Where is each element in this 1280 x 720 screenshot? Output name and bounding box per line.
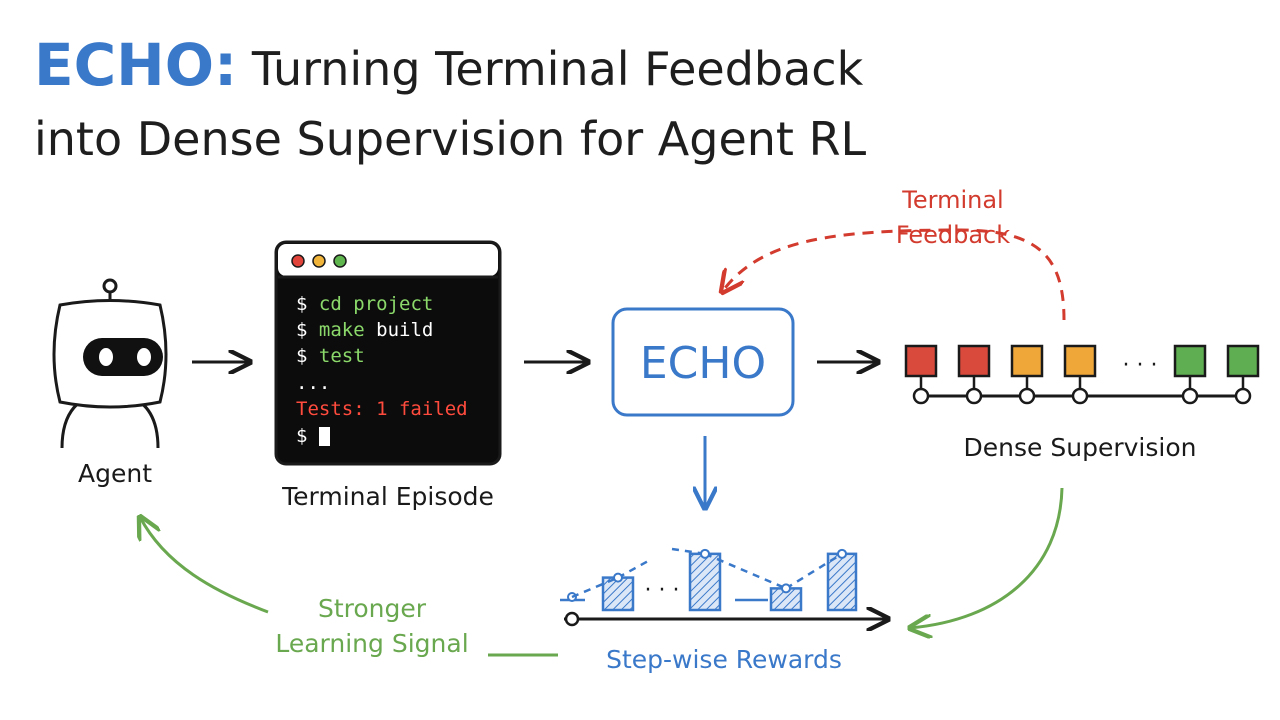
feedback-arrow	[722, 228, 1066, 321]
feedback-label-line2: Feedback	[896, 221, 1010, 249]
supervision-node	[1234, 387, 1252, 405]
supervision-square-orange	[1063, 344, 1097, 378]
supervision-square-red	[957, 344, 991, 378]
reward-bar	[688, 552, 722, 612]
supervision-chain	[904, 344, 1260, 405]
signal-to-agent-arrow	[140, 517, 269, 614]
reward-trend-line	[704, 552, 787, 590]
terminal-final-prompt: $	[296, 425, 307, 447]
supervision-node	[965, 387, 983, 405]
page-title: ECHO: Turning Terminal Feedback into Den…	[34, 30, 866, 174]
supervision-node	[1181, 387, 1199, 405]
echo-box	[611, 307, 795, 417]
supervision-node	[1071, 387, 1089, 405]
supervision-to-rewards-arrow	[910, 487, 1064, 628]
feedback-label-line1: Terminal	[901, 186, 1003, 214]
reward-point	[613, 572, 623, 583]
signal-label-line2: Learning Signal	[275, 629, 468, 658]
minimize-dot-icon	[312, 254, 326, 268]
terminal-window: $ cd project $ make build $ test ... Tes…	[274, 240, 502, 466]
reward-point	[781, 583, 791, 594]
supervision-square-green	[1226, 344, 1260, 378]
rewards-chart	[560, 547, 888, 625]
reward-trend-line	[785, 552, 843, 590]
echo-box-label: ECHO	[640, 338, 766, 389]
terminal-line-2: $ make build	[296, 319, 433, 341]
supervision-label: Dense Supervision	[964, 433, 1197, 462]
terminal-label: Terminal Episode	[281, 482, 494, 511]
supervision-ellipsis: · · ·	[1123, 353, 1158, 378]
reward-point	[837, 548, 847, 559]
terminal-cursor	[319, 427, 330, 446]
reward-bar	[826, 552, 858, 612]
robot-icon	[52, 278, 168, 449]
supervision-square-orange	[1010, 344, 1044, 378]
rewards-label: Step-wise Rewards	[606, 645, 842, 674]
terminal-line-3: $ test	[296, 345, 365, 367]
close-dot-icon	[291, 254, 305, 268]
supervision-node	[912, 387, 930, 405]
terminal-line-1: $ cd project	[296, 293, 433, 315]
rewards-ellipsis: · · ·	[645, 578, 680, 603]
reward-trend-line	[671, 547, 706, 556]
reward-trend-line	[617, 558, 651, 579]
maximize-dot-icon	[333, 254, 347, 268]
title-line1: Turning Terminal Feedback	[251, 42, 864, 96]
supervision-square-green	[1173, 344, 1207, 378]
agent-label: Agent	[78, 459, 152, 488]
reward-point	[700, 548, 710, 559]
signal-label-line1: Stronger	[318, 594, 427, 623]
supervision-square-red	[904, 344, 938, 378]
title-highlight: ECHO:	[34, 31, 238, 99]
terminal-ellipsis: ...	[296, 372, 330, 394]
supervision-node	[1018, 387, 1036, 405]
terminal-error-line: Tests: 1 failed	[296, 398, 468, 420]
reward-trend-line	[571, 576, 619, 599]
title-line2: into Dense Supervision for Agent RL	[34, 112, 867, 166]
